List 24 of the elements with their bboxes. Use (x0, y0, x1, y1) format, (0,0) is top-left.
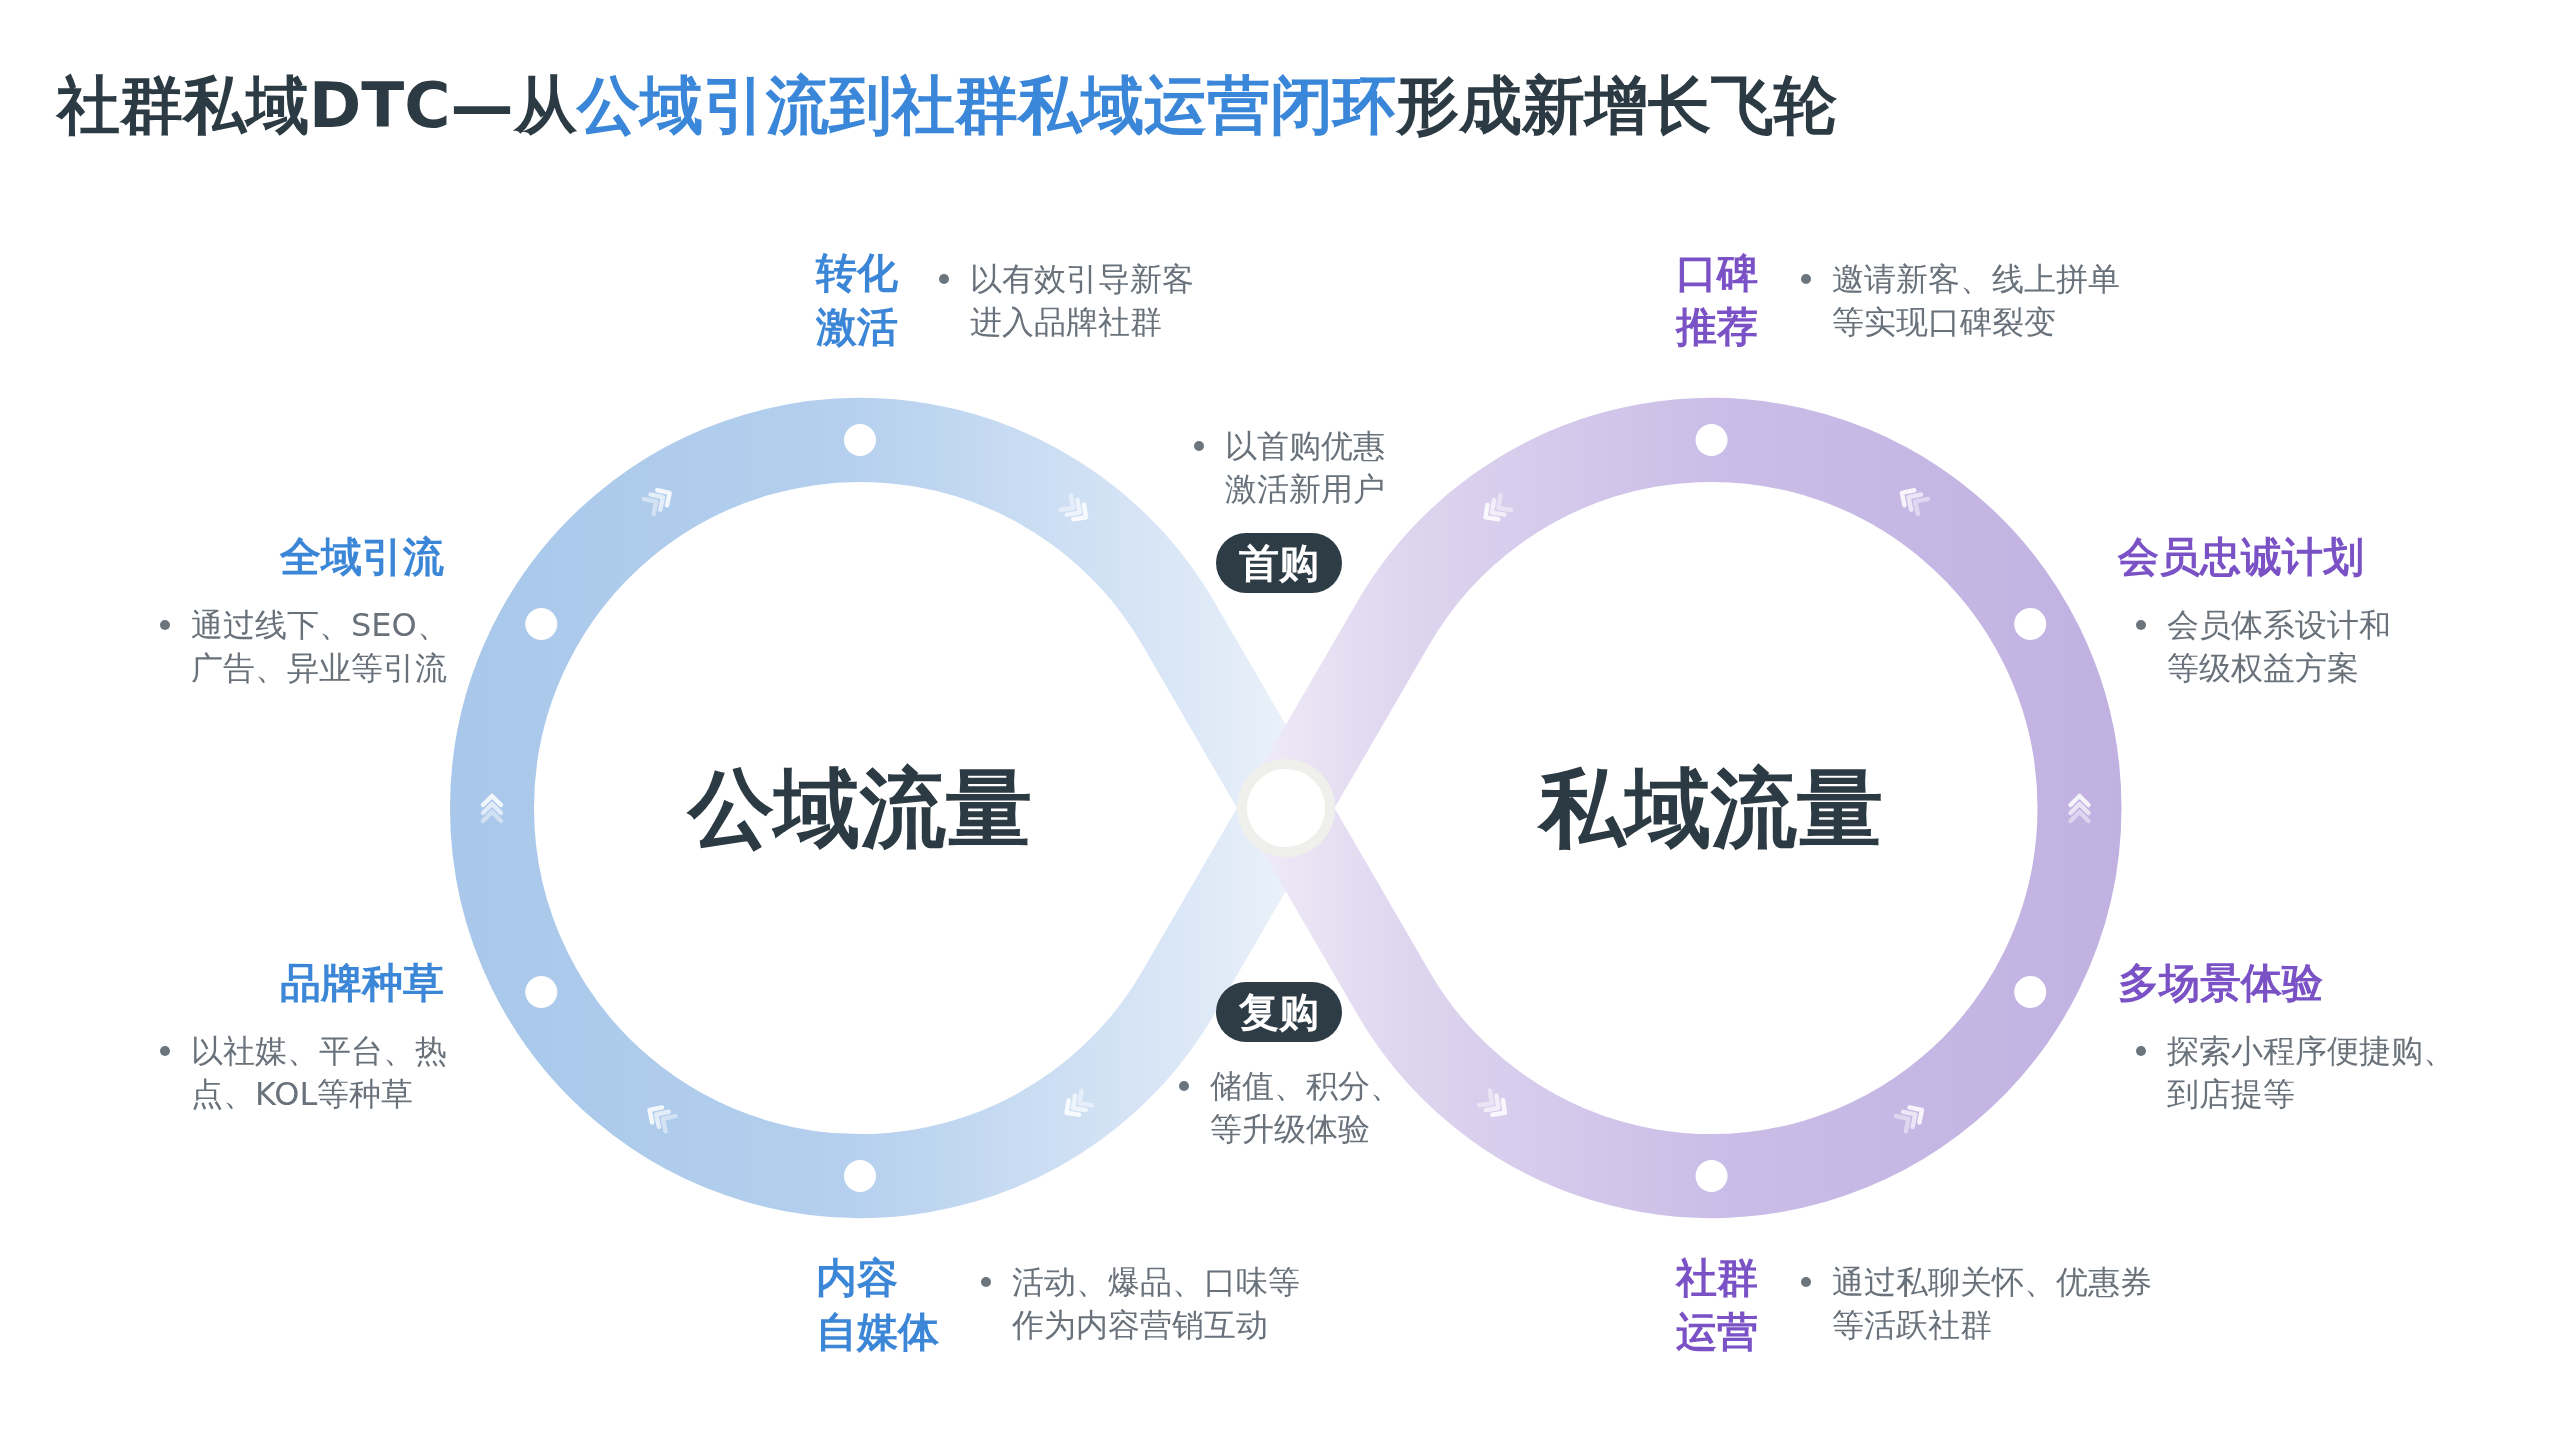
stage-heading: 转化激活 (816, 248, 898, 353)
stage-description: 以有效引导新客进入品牌社群 (970, 259, 1194, 343)
stage-description: 通过私聊关怀、优惠券等活跃社群 (1832, 1262, 2152, 1346)
stage-heading: 全域引流 (280, 532, 444, 583)
stage-badge: 首购 (1216, 533, 1342, 593)
stage-heading: 口碑推荐 (1676, 248, 1758, 353)
stage-description: 以首购优惠激活新用户 (1225, 426, 1385, 510)
loop-title: 公域流量 (688, 760, 1032, 856)
stage-description: 会员体系设计和等级权益方案 (2167, 605, 2391, 689)
stage-description: 探索小程序便捷购、到店提等 (2167, 1031, 2455, 1115)
stage-heading: 社群运营 (1676, 1253, 1758, 1358)
stage-heading: 多场景体验 (2118, 958, 2323, 1009)
stage-badge: 复购 (1216, 982, 1342, 1042)
stage-heading: 品牌种草 (280, 958, 444, 1009)
stage-description: 储值、积分、等升级体验 (1210, 1066, 1402, 1150)
stage-description: 通过线下、SEO、广告、异业等引流 (191, 605, 449, 689)
stage-heading: 内容自媒体 (816, 1253, 939, 1358)
stage-description: 邀请新客、线上拼单等实现口碑裂变 (1832, 259, 2120, 343)
page-title: 社群私域DTC—从公域引流到社群私域运营闭环形成新增长飞轮 (57, 68, 1837, 144)
hub-circle (1235, 758, 1336, 858)
stage-description: 活动、爆品、口味等作为内容营销互动 (1012, 1262, 1300, 1346)
loop-title: 私域流量 (1539, 760, 1883, 856)
stage-heading: 会员忠诚计划 (2118, 532, 2364, 583)
stage-description: 以社媒、平台、热点、KOL等种草 (191, 1031, 447, 1115)
